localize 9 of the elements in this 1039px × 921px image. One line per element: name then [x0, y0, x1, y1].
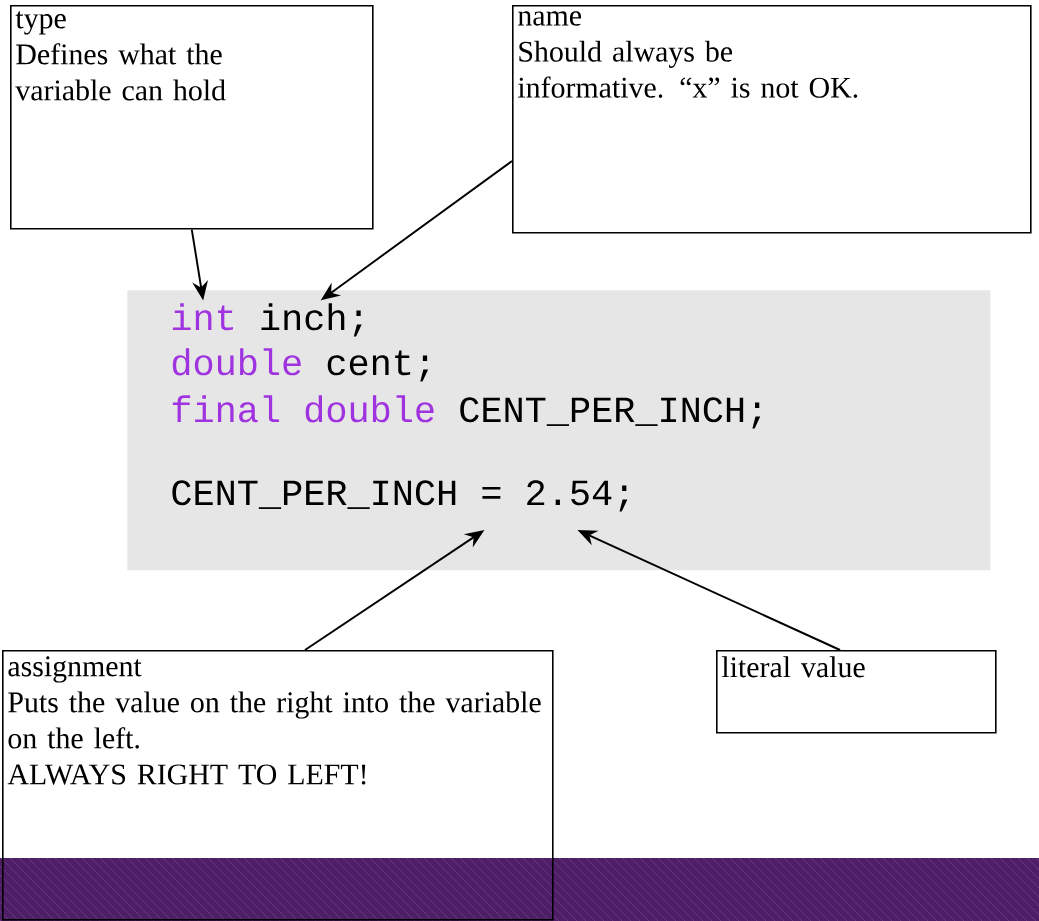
- callout-box: assignment Puts the value on the right into the variable on the left. ALWAYS RIGHT TO LEFT!: [2, 650, 554, 921]
- code-block: [127, 290, 991, 571]
- code-line: double cent;: [172, 348, 429, 382]
- callout-box: name Should always be informative. “x” is not OK.: [512, 5, 1032, 234]
- code-line: final double CENT_PER_INCH;: [172, 395, 761, 429]
- callout-box: type Defines what the variable can hold: [10, 5, 374, 230]
- callout-box: literal value: [716, 650, 997, 734]
- code-line: CENT_PER_INCH = 2.54;: [172, 480, 628, 512]
- code-line: int inch;: [172, 303, 362, 337]
